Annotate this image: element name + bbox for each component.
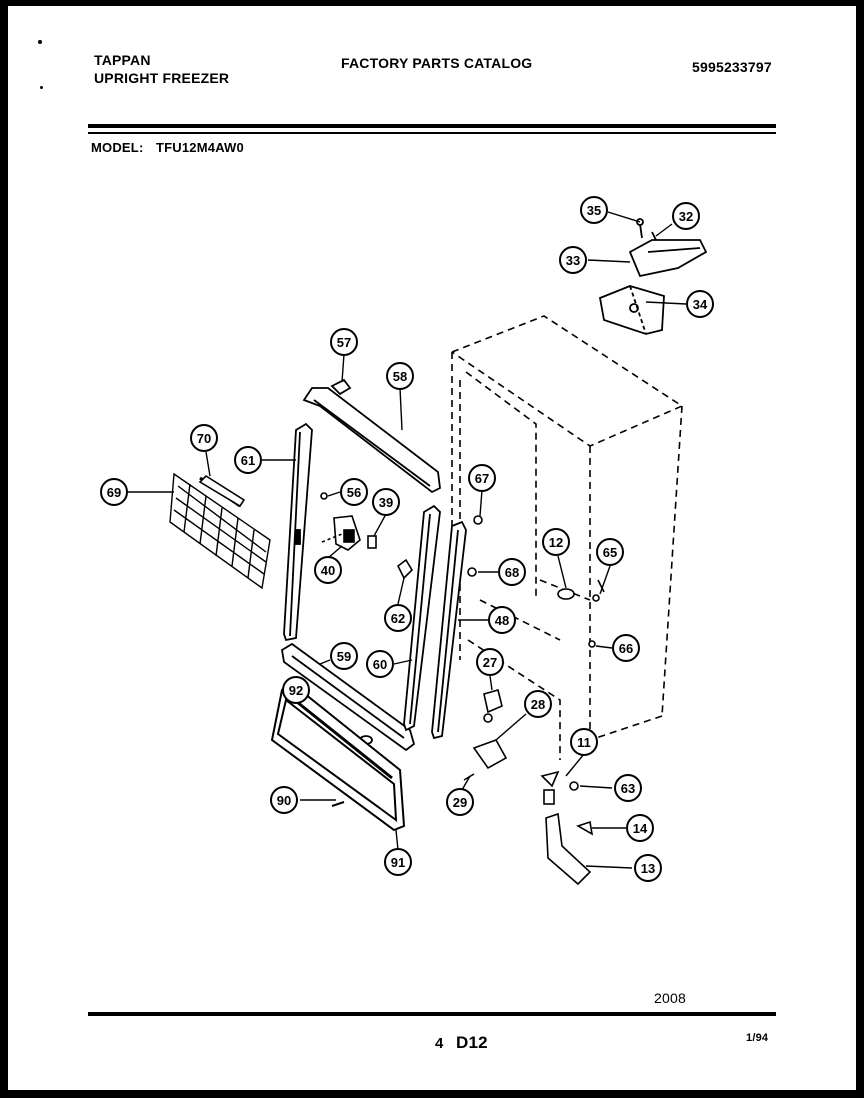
callout-57: 57 (330, 328, 358, 356)
callout-63: 63 (614, 774, 642, 802)
door-strip (431, 520, 467, 740)
svg-text:56: 56 (347, 485, 361, 500)
svg-text:48: 48 (495, 613, 509, 628)
callout-65: 65 (596, 538, 624, 566)
callout-68: 68 (498, 558, 526, 586)
svg-text:69: 69 (107, 485, 121, 500)
svg-text:14: 14 (633, 821, 648, 836)
callout-29: 29 (446, 788, 474, 816)
catalog-title: FACTORY PARTS CATALOG (341, 55, 533, 71)
catalog-number: 5995233797 (692, 59, 772, 75)
svg-text:63: 63 (621, 781, 635, 796)
door-gasket (403, 504, 441, 732)
callout-67: 67 (468, 464, 496, 492)
callout-61: 61 (234, 446, 262, 474)
svg-text:66: 66 (619, 641, 633, 656)
callout-56: 56 (340, 478, 368, 506)
svg-text:90: 90 (277, 793, 291, 808)
callout-70: 70 (190, 424, 218, 452)
svg-text:34: 34 (693, 297, 708, 312)
callout-92: 92 (282, 676, 310, 704)
product-name: UPRIGHT FREEZER (94, 70, 230, 86)
header-rule-thin (88, 132, 776, 134)
callout-12: 12 (542, 528, 570, 556)
svg-text:32: 32 (679, 209, 693, 224)
drain-and-hinge-parts (463, 579, 605, 886)
svg-text:29: 29 (453, 795, 467, 810)
svg-text:68: 68 (505, 565, 519, 580)
callout-39: 39 (372, 488, 400, 516)
latch-parts (320, 492, 483, 580)
page-number: 4 (435, 1035, 444, 1052)
figure-code: 2008 (654, 990, 686, 1006)
section-code: D12 (456, 1033, 488, 1052)
callout-59: 59 (330, 642, 358, 670)
svg-text:91: 91 (391, 855, 405, 870)
callout-91: 91 (384, 848, 412, 876)
brand-name: TAPPAN (94, 52, 151, 68)
svg-text:65: 65 (603, 545, 617, 560)
svg-text:28: 28 (531, 697, 545, 712)
model-label: MODEL: (91, 140, 144, 155)
footer-rule (88, 1012, 776, 1016)
svg-text:57: 57 (337, 335, 351, 350)
date-code: 1/94 (746, 1032, 769, 1044)
svg-text:35: 35 (587, 203, 601, 218)
callout-35: 35 (580, 196, 608, 224)
leader-lines (126, 211, 687, 869)
callout-33: 33 (559, 246, 587, 274)
door-top-trim (302, 378, 441, 494)
svg-text:40: 40 (321, 563, 335, 578)
svg-text:58: 58 (393, 369, 407, 384)
svg-text:39: 39 (379, 495, 393, 510)
svg-text:27: 27 (483, 655, 497, 670)
callout-69: 69 (100, 478, 128, 506)
speck-mark (38, 40, 42, 44)
svg-text:92: 92 (289, 683, 303, 698)
svg-text:61: 61 (241, 453, 255, 468)
model-value: TFU12M4AW0 (156, 140, 244, 155)
svg-text:70: 70 (197, 431, 211, 446)
svg-text:11: 11 (577, 735, 591, 750)
callout-40: 40 (314, 556, 342, 584)
speck-mark (40, 86, 43, 89)
callout-11: 11 (570, 728, 598, 756)
callout-13: 13 (634, 854, 662, 882)
callout-58: 58 (386, 362, 414, 390)
callout-34: 34 (686, 290, 714, 318)
svg-text:59: 59 (337, 649, 351, 664)
callout-28: 28 (524, 690, 552, 718)
svg-text:62: 62 (391, 611, 405, 626)
svg-text:60: 60 (373, 657, 387, 672)
callout-90: 90 (270, 786, 298, 814)
svg-text:13: 13 (641, 861, 655, 876)
callout-48: 48 (488, 606, 516, 634)
basket-bar (198, 474, 246, 508)
top-hinge (598, 218, 708, 335)
callout-14: 14 (626, 814, 654, 842)
callout-66: 66 (612, 634, 640, 662)
callout-62: 62 (384, 604, 412, 632)
header-rule (88, 124, 776, 128)
svg-text:12: 12 (549, 535, 563, 550)
door-left-trim (283, 422, 313, 642)
svg-text:67: 67 (475, 471, 489, 486)
callout-27: 27 (476, 648, 504, 676)
callout-60: 60 (366, 650, 394, 678)
door-bottom-trim (281, 642, 416, 752)
svg-text:33: 33 (566, 253, 580, 268)
callout-32: 32 (672, 202, 700, 230)
